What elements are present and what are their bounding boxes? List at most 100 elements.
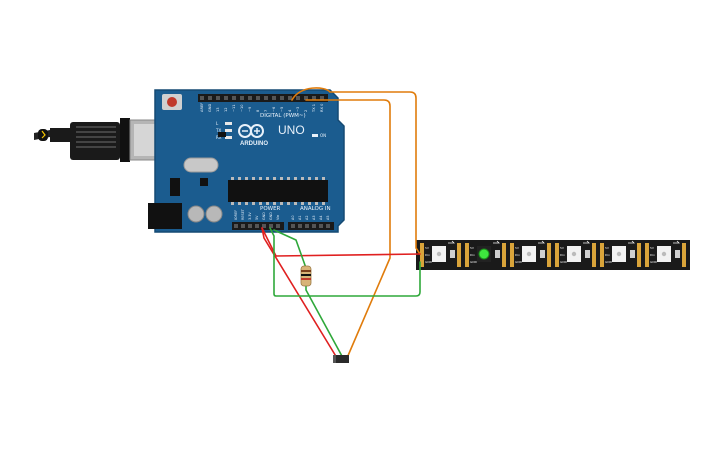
capacitor-1 xyxy=(187,205,205,223)
pin-label: 8 xyxy=(256,109,260,112)
header-pin[interactable] xyxy=(262,224,266,228)
header-pin[interactable] xyxy=(255,224,259,228)
capacitor-body xyxy=(333,355,349,363)
resistor[interactable] xyxy=(300,265,312,287)
chip-pin xyxy=(280,202,283,205)
pad-label: 5V xyxy=(515,246,520,250)
header-pin[interactable] xyxy=(240,96,244,100)
header-pin[interactable] xyxy=(232,96,236,100)
ground-wire-to-strip[interactable] xyxy=(269,227,421,297)
chip-pin xyxy=(294,177,297,180)
header-pin[interactable] xyxy=(280,96,284,100)
header-pin[interactable] xyxy=(288,96,292,100)
pad-label: Din xyxy=(650,253,655,257)
header-pin[interactable] xyxy=(224,96,228,100)
header-pin[interactable] xyxy=(304,96,308,100)
data-wire-1[interactable] xyxy=(291,87,421,255)
data-wire-2[interactable] xyxy=(305,99,391,359)
header-pin[interactable] xyxy=(296,96,300,100)
digital-header xyxy=(198,94,328,102)
arrow-icon xyxy=(673,240,680,244)
header-pin[interactable] xyxy=(312,96,316,100)
header-pin[interactable] xyxy=(305,224,309,228)
smd-capacitor xyxy=(585,250,590,258)
pin-label: A4 xyxy=(319,216,323,220)
on-led xyxy=(312,134,318,137)
smd-capacitor xyxy=(630,250,635,258)
pin-label: IOREF xyxy=(234,210,238,220)
reset-button[interactable] xyxy=(167,97,177,107)
pad-left xyxy=(645,243,649,267)
chip-pin xyxy=(315,202,318,205)
header-pin[interactable] xyxy=(200,96,204,100)
chip-pin xyxy=(238,202,241,205)
usb-bolt-icon xyxy=(41,130,46,139)
power-wire-to-strip[interactable] xyxy=(261,227,421,257)
header-pin[interactable] xyxy=(256,96,260,100)
chip-pin xyxy=(308,177,311,180)
pin-label: ~10 xyxy=(240,104,244,112)
chip-pin xyxy=(231,177,234,180)
pad-label: Din xyxy=(560,253,565,257)
header-pin[interactable] xyxy=(291,224,295,228)
atmega-chip xyxy=(228,180,328,202)
indicator-led xyxy=(225,129,232,132)
header-pin[interactable] xyxy=(241,224,245,228)
lit-led-icon xyxy=(478,248,490,260)
header-pin[interactable] xyxy=(248,224,252,228)
smd-part xyxy=(218,132,226,137)
header-pin[interactable] xyxy=(320,96,324,100)
indicator-led xyxy=(225,122,232,125)
led-strip[interactable]: 5VDinGND5VDinGND5VDinGND5VDinGND5VDinGND… xyxy=(416,240,690,270)
usb-cable xyxy=(34,118,175,162)
smd-capacitor xyxy=(540,250,545,258)
chip-pin xyxy=(259,177,262,180)
arrow-icon xyxy=(538,240,545,244)
pad-left xyxy=(600,243,604,267)
header-pin[interactable] xyxy=(312,224,316,228)
power-wire-to-capacitor[interactable] xyxy=(261,227,338,359)
ground-wire-to-resistor[interactable] xyxy=(273,229,344,359)
model-label: UNO xyxy=(278,123,305,137)
smd-capacitor xyxy=(495,250,500,258)
pin-label: AREF xyxy=(200,103,204,112)
header-pin[interactable] xyxy=(269,224,273,228)
resistor-band-2 xyxy=(301,274,311,276)
capacitor-component[interactable] xyxy=(333,355,349,363)
power-jack xyxy=(148,203,182,229)
resistor-band-1 xyxy=(301,270,311,272)
pad-label: Din xyxy=(605,253,610,257)
pin-label: A3 xyxy=(312,216,316,220)
capacitor-2 xyxy=(205,205,223,223)
power-label: POWER xyxy=(260,206,281,212)
header-pin[interactable] xyxy=(298,224,302,228)
pin-label: GND xyxy=(269,212,273,220)
header-pin[interactable] xyxy=(272,96,276,100)
chip-pin xyxy=(322,202,325,205)
pad-right xyxy=(682,243,686,267)
header-pin[interactable] xyxy=(264,96,268,100)
header-pin[interactable] xyxy=(216,96,220,100)
header-pin[interactable] xyxy=(319,224,323,228)
strip-body xyxy=(416,240,690,270)
header-pin[interactable] xyxy=(248,96,252,100)
header-pin[interactable] xyxy=(234,224,238,228)
pin-label: 7 xyxy=(264,110,268,112)
led-die-icon xyxy=(661,251,667,257)
pad-label: GND xyxy=(650,260,658,264)
header-pin[interactable] xyxy=(276,224,280,228)
pad-label: GND xyxy=(515,260,523,264)
header-pin[interactable] xyxy=(326,224,330,228)
chip-pin xyxy=(273,177,276,180)
header-pin[interactable] xyxy=(208,96,212,100)
arduino-logo-icon xyxy=(238,124,264,138)
chip-pin xyxy=(280,177,283,180)
